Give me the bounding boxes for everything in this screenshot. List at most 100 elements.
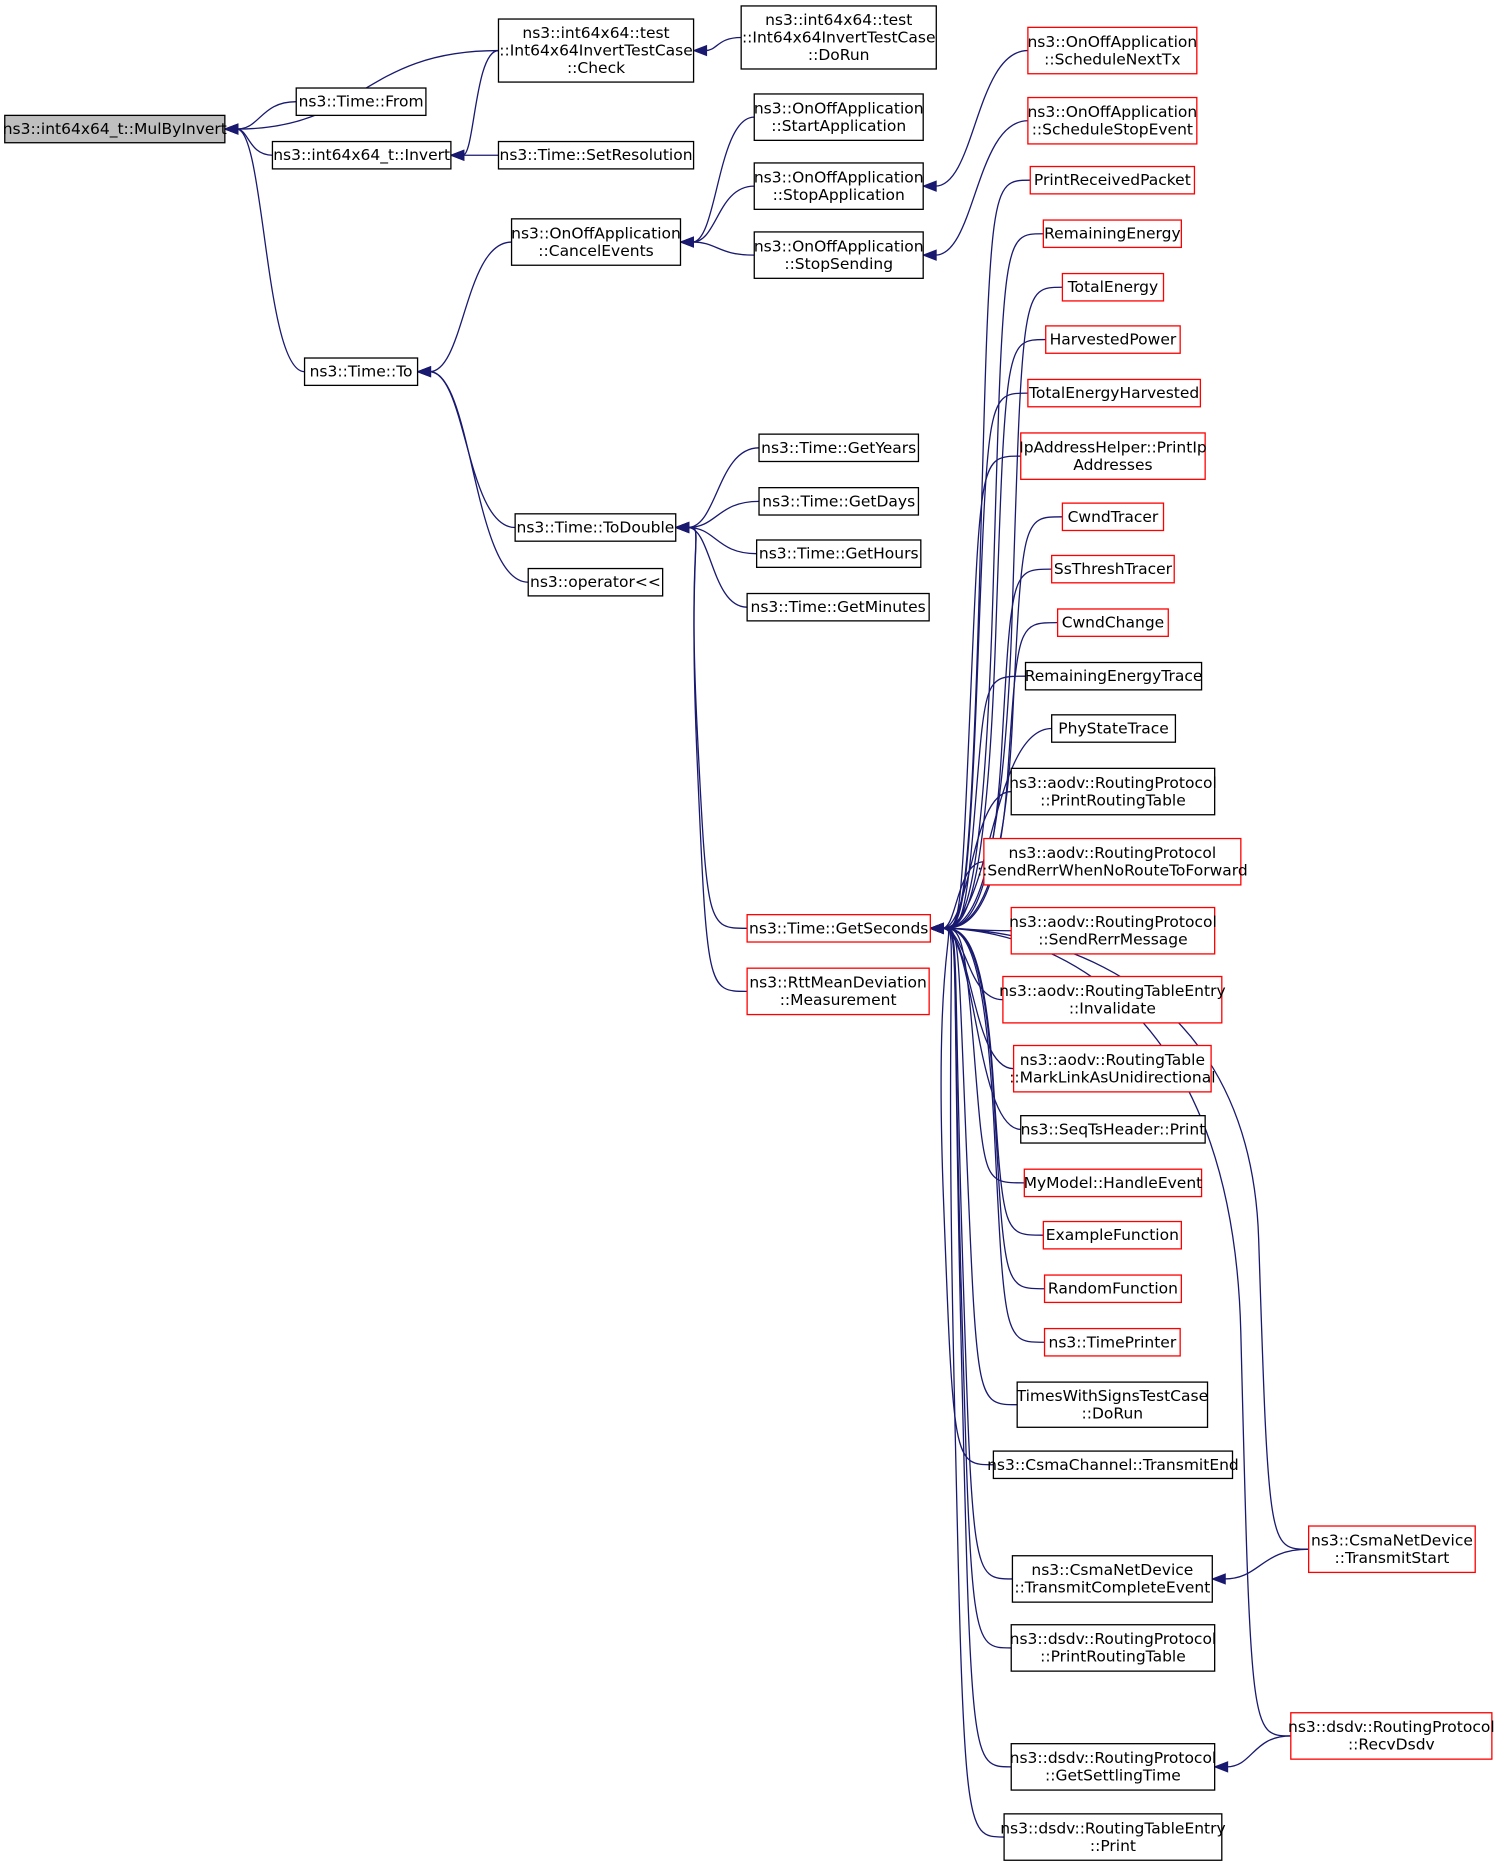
node-csma-transmit-start[interactable]: ns3::CsmaNetDevice::TransmitStart xyxy=(1308,1525,1476,1574)
node-schedule-next-tx[interactable]: ns3::OnOffApplication::ScheduleNextTx xyxy=(1027,26,1198,75)
node-dsdv-get-settling-time[interactable]: ns3::dsdv::RoutingProtocol::GetSettlingT… xyxy=(1010,1743,1217,1791)
node-print-received-packet[interactable]: PrintReceivedPacket xyxy=(1029,165,1196,195)
node-box xyxy=(1042,219,1183,249)
node-box xyxy=(1308,1525,1476,1574)
edge-dsdv-entry-print-to-get-seconds xyxy=(942,927,1005,1838)
node-box xyxy=(746,967,930,1016)
node-label: ::SendRerrWhenNoRouteToForward xyxy=(977,861,1248,879)
node-label: ns3::CsmaChannel::TransmitEnd xyxy=(987,1456,1239,1474)
node-aodv-mark-link[interactable]: ns3::aodv::RoutingTable::MarkLinkAsUnidi… xyxy=(1009,1044,1216,1093)
node-label: ns3::OnOffApplication xyxy=(754,237,924,255)
node-my-model-handle-event[interactable]: MyModel::HandleEvent xyxy=(1024,1168,1203,1198)
node-label: ns3::Time::GetSeconds xyxy=(749,919,928,937)
edge-time-printer-to-get-seconds xyxy=(942,927,1045,1343)
node-aodv-send-rerr-when-no-route[interactable]: ns3::aodv::RoutingProtocol::SendRerrWhen… xyxy=(977,837,1248,886)
node-label: ::ScheduleNextTx xyxy=(1044,50,1180,68)
node-get-minutes[interactable]: ns3::Time::GetMinutes xyxy=(746,592,930,622)
node-cwnd-tracer[interactable]: CwndTracer xyxy=(1061,502,1165,532)
node-label: ::PrintRoutingTable xyxy=(1040,791,1186,809)
node-total-energy-harvested[interactable]: TotalEnergyHarvested xyxy=(1027,378,1202,408)
node-label: PrintReceivedPacket xyxy=(1034,171,1191,189)
node-label: PhyStateTrace xyxy=(1058,720,1169,738)
node-random-function[interactable]: RandomFunction xyxy=(1043,1274,1183,1304)
edges-layer xyxy=(223,36,1309,1838)
edge-arrowhead xyxy=(449,149,465,161)
node-box xyxy=(1010,906,1216,955)
edge-get-seconds-to-to-double xyxy=(687,526,748,929)
node-dsdv-recv-dsdv[interactable]: ns3::dsdv::RoutingProtocol::RecvDsdv xyxy=(1288,1712,1495,1760)
node-stop-sending[interactable]: ns3::OnOffApplication::StopSending xyxy=(753,231,924,279)
node-to-double[interactable]: ns3::Time::ToDouble xyxy=(514,513,677,542)
node-label: ns3::OnOffApplication xyxy=(1027,33,1197,51)
edge-csma-transmit-complete-to-get-seconds xyxy=(942,927,1013,1580)
node-cancel-events[interactable]: ns3::OnOffApplication::CancelEvents xyxy=(510,218,682,266)
node-ss-thresh-tracer[interactable]: SsThreshTracer xyxy=(1051,554,1175,584)
node-dsdv-entry-print[interactable]: ns3::dsdv::RoutingTableEntry::Print xyxy=(1000,1813,1226,1861)
node-box xyxy=(1020,1115,1206,1144)
node-label: ::Int64x64InvertTestCase xyxy=(742,28,936,46)
edge-get-days-to-to-double xyxy=(687,500,760,529)
node-stop-application[interactable]: ns3::OnOffApplication::StopApplication xyxy=(753,162,924,210)
node-box xyxy=(1011,1555,1213,1603)
node-seq-ts-print[interactable]: ns3::SeqTsHeader::Print xyxy=(1020,1115,1206,1144)
edge-remaining-energy-to-get-seconds xyxy=(942,233,1044,929)
edge-arrowhead xyxy=(1213,1761,1229,1773)
node-box xyxy=(510,218,682,266)
edge-arrowhead xyxy=(679,236,694,248)
edge-dsdv-recv-dsdv-to-get-seconds xyxy=(942,927,1291,1737)
node-example-function[interactable]: ExampleFunction xyxy=(1042,1220,1183,1250)
node-harvested-power[interactable]: HarvestedPower xyxy=(1045,325,1181,354)
node-label: ::RecvDsdv xyxy=(1348,1736,1435,1754)
node-csma-transmit-complete[interactable]: ns3::CsmaNetDevice::TransmitCompleteEven… xyxy=(1011,1555,1213,1603)
node-label: ::Print xyxy=(1090,1837,1136,1855)
node-get-days[interactable]: ns3::Time::GetDays xyxy=(758,487,920,516)
edge-aodv-send-rerr-when-no-route-to-get-seconds xyxy=(942,861,984,929)
node-box xyxy=(271,140,452,170)
node-mul-by-invert[interactable]: ns3::int64x64_t::MulByInvert xyxy=(3,114,227,144)
node-label: ns3::OnOffApplication xyxy=(754,168,924,186)
node-rtt-measurement[interactable]: ns3::RttMeanDeviation::Measurement xyxy=(746,967,930,1016)
node-box xyxy=(4,114,226,144)
node-total-energy[interactable]: TotalEnergy xyxy=(1061,272,1165,302)
node-time-to[interactable]: ns3::Time::To xyxy=(303,357,419,387)
node-aodv-invalidate[interactable]: ns3::aodv::RoutingTableEntry::Invalidate xyxy=(999,975,1226,1024)
node-times-with-signs[interactable]: TimesWithSignsTestCase::DoRun xyxy=(1016,1381,1209,1428)
node-get-hours[interactable]: ns3::Time::GetHours xyxy=(755,539,922,569)
node-label: ::MarkLinkAsUnidirectional xyxy=(1009,1068,1215,1086)
node-time-printer[interactable]: ns3::TimePrinter xyxy=(1043,1327,1181,1357)
node-label: ns3::Time::GetYears xyxy=(761,439,916,457)
node-box xyxy=(1027,378,1202,408)
node-label: ExampleFunction xyxy=(1046,1226,1179,1244)
node-set-resolution[interactable]: ns3::Time::SetResolution xyxy=(497,140,695,170)
node-label: ns3::dsdv::RoutingProtocol xyxy=(1010,1630,1217,1648)
edge-arrowhead xyxy=(416,365,432,378)
node-schedule-stop-event[interactable]: ns3::OnOffApplication::ScheduleStopEvent xyxy=(1027,96,1198,145)
node-label: ns3::SeqTsHeader::Print xyxy=(1021,1120,1206,1138)
node-get-years[interactable]: ns3::Time::GetYears xyxy=(758,433,920,463)
node-time-from[interactable]: ns3::Time::From xyxy=(295,87,427,117)
node-start-application[interactable]: ns3::OnOffApplication::StartApplication xyxy=(753,93,924,142)
node-remaining-energy-trace[interactable]: RemainingEnergyTrace xyxy=(1025,661,1203,691)
node-dsdv-print-routing-table[interactable]: ns3::dsdv::RoutingProtocol::PrintRouting… xyxy=(1010,1624,1217,1672)
node-get-seconds[interactable]: ns3::Time::GetSeconds xyxy=(746,914,931,943)
node-label: ::StopSending xyxy=(784,255,893,273)
edge-times-with-signs-to-get-seconds xyxy=(942,927,1018,1406)
node-invert[interactable]: ns3::int64x64_t::Invert xyxy=(271,140,452,170)
node-remaining-energy[interactable]: RemainingEnergy xyxy=(1042,219,1183,249)
node-label: RemainingEnergy xyxy=(1044,225,1181,243)
node-aodv-send-rerr-message[interactable]: ns3::aodv::RoutingProtocol::SendRerrMess… xyxy=(1009,906,1217,955)
edge-to-double-to-time-to xyxy=(429,371,516,529)
node-box xyxy=(758,433,920,463)
node-test-do-run[interactable]: ns3::int64x64::test::Int64x64InvertTestC… xyxy=(740,5,937,70)
node-box xyxy=(746,914,931,943)
node-aodv-print-routing-table[interactable]: ns3::aodv::RoutingProtocol::PrintRouting… xyxy=(1009,767,1217,816)
node-label: TimesWithSignsTestCase xyxy=(1016,1387,1209,1405)
node-phy-state-trace[interactable]: PhyStateTrace xyxy=(1051,714,1177,743)
node-operator-shift[interactable]: ns3::operator<< xyxy=(527,567,664,597)
node-test-check[interactable]: ns3::int64x64::test::Int64x64InvertTestC… xyxy=(497,18,695,83)
node-box xyxy=(1042,1220,1183,1250)
node-cwnd-change[interactable]: CwndChange xyxy=(1056,608,1169,637)
edge-time-to-to-mul-by-invert xyxy=(236,128,305,373)
node-csma-transmit-end[interactable]: ns3::CsmaChannel::TransmitEnd xyxy=(987,1450,1239,1480)
